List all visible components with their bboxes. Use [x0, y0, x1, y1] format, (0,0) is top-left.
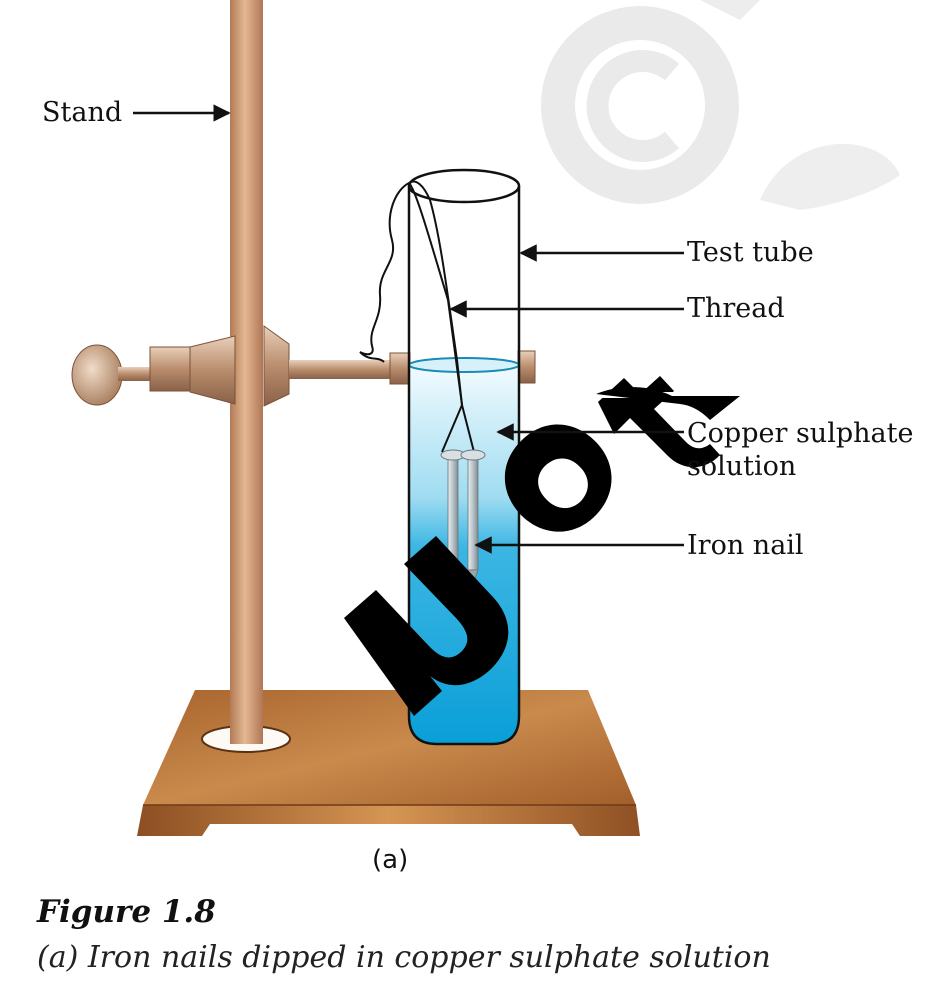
thread — [359, 180, 475, 453]
copper-sulphate-label-line2: solution — [687, 451, 797, 482]
test-tube-label: Test tube — [687, 237, 814, 268]
pointer-lines — [133, 104, 684, 554]
stand-base — [137, 690, 640, 836]
copper-sulphate-label-line1: Copper sulphate — [687, 418, 914, 449]
sub-figure-label: (a) — [372, 845, 409, 875]
watermark-copyright — [541, 0, 900, 210]
iron-nail-label: Iron nail — [687, 530, 804, 561]
watermark-not-to — [344, 376, 740, 716]
figure-title: Figure 1.8 — [37, 894, 216, 930]
thread-label: Thread — [687, 293, 785, 324]
clamp — [71, 325, 536, 407]
figure-caption: (a) Iron nails dipped in copper sulphate… — [37, 940, 771, 975]
stand-label: Stand — [42, 97, 123, 128]
